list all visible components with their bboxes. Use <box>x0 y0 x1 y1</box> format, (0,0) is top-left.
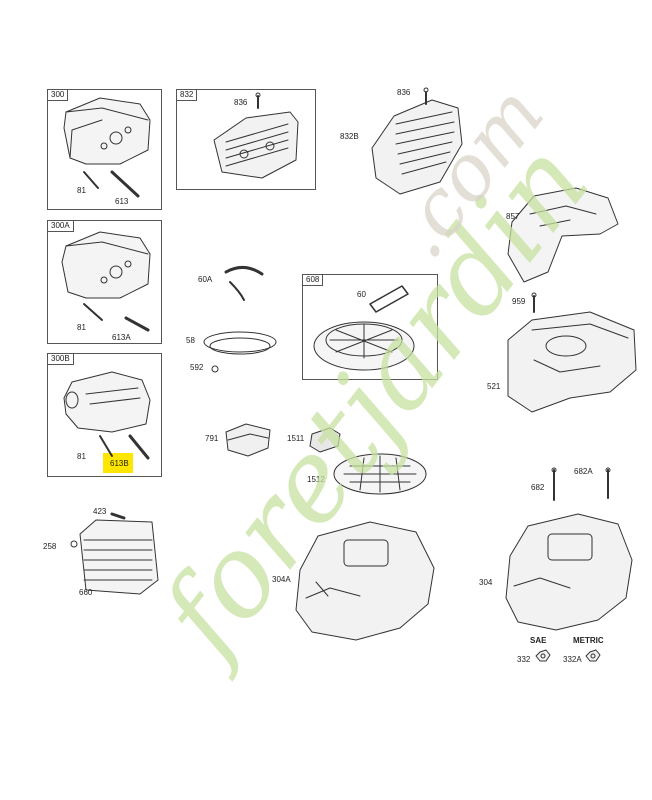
nuts-332-icon <box>535 649 601 662</box>
box-300b-tag: 300B <box>47 353 74 365</box>
label-959: 959 <box>512 297 526 306</box>
box-300: 300 <box>47 89 162 210</box>
label-660: 660 <box>79 588 93 597</box>
housing-304-icon <box>505 513 633 631</box>
highlight-613b <box>103 453 133 473</box>
screen-1512-icon <box>333 453 427 495</box>
box-832-tag: 832 <box>176 89 198 101</box>
header-sae: SAE <box>530 636 547 645</box>
label-60a: 60A <box>198 275 213 284</box>
module-791-icon <box>225 423 271 457</box>
cover-300a-icon <box>61 231 151 332</box>
label-613: 613 <box>115 197 129 206</box>
cover-300-icon <box>63 97 151 198</box>
label-304: 304 <box>479 578 493 587</box>
header-metric: METRIC <box>573 636 604 645</box>
label-332a: 332A <box>563 655 582 664</box>
handle-60a-icon <box>224 266 264 301</box>
label-1512: 1512 <box>307 475 325 484</box>
starter-608-icon <box>313 285 415 371</box>
box-300a-tag: 300A <box>47 220 74 232</box>
heat-guard-660-icon <box>70 512 159 595</box>
guard-832b-icon <box>371 87 463 195</box>
label-836-b: 836 <box>397 88 411 97</box>
cover-300b-icon <box>63 371 151 460</box>
label-81-c: 81 <box>77 452 86 461</box>
box-300b: 300B <box>47 353 162 477</box>
box-300-tag: 300 <box>47 89 69 101</box>
label-1511: 1511 <box>287 434 305 443</box>
housing-304a-icon <box>295 521 435 641</box>
studs-682-icon <box>551 467 611 501</box>
label-682a: 682A <box>574 467 593 476</box>
label-592: 592 <box>190 363 204 372</box>
label-58: 58 <box>186 336 195 345</box>
label-304a: 304A <box>272 575 291 584</box>
label-332: 332 <box>517 655 531 664</box>
box-608: 608 <box>302 274 438 380</box>
label-81-a: 81 <box>77 186 86 195</box>
housing-521-icon <box>507 311 637 413</box>
label-60: 60 <box>357 290 366 299</box>
label-613a: 613A <box>112 333 131 342</box>
box-300a: 300A <box>47 220 162 344</box>
label-682: 682 <box>531 483 545 492</box>
switch-1511-icon <box>309 427 341 453</box>
label-832b: 832B <box>340 132 359 141</box>
label-836-a: 836 <box>234 98 248 107</box>
label-81-b: 81 <box>77 323 86 332</box>
box-832: 832 <box>176 89 316 190</box>
bolt-959-icon <box>531 292 537 313</box>
guard-832-icon <box>213 92 299 179</box>
box-608-tag: 608 <box>302 274 324 286</box>
label-423: 423 <box>93 507 107 516</box>
label-258: 258 <box>43 542 57 551</box>
label-521: 521 <box>487 382 501 391</box>
label-613b: 613B <box>110 459 129 468</box>
shroud-857-icon <box>507 187 619 283</box>
rope-58-icon <box>203 331 277 373</box>
label-791: 791 <box>205 434 219 443</box>
label-857: 857 <box>506 212 520 221</box>
